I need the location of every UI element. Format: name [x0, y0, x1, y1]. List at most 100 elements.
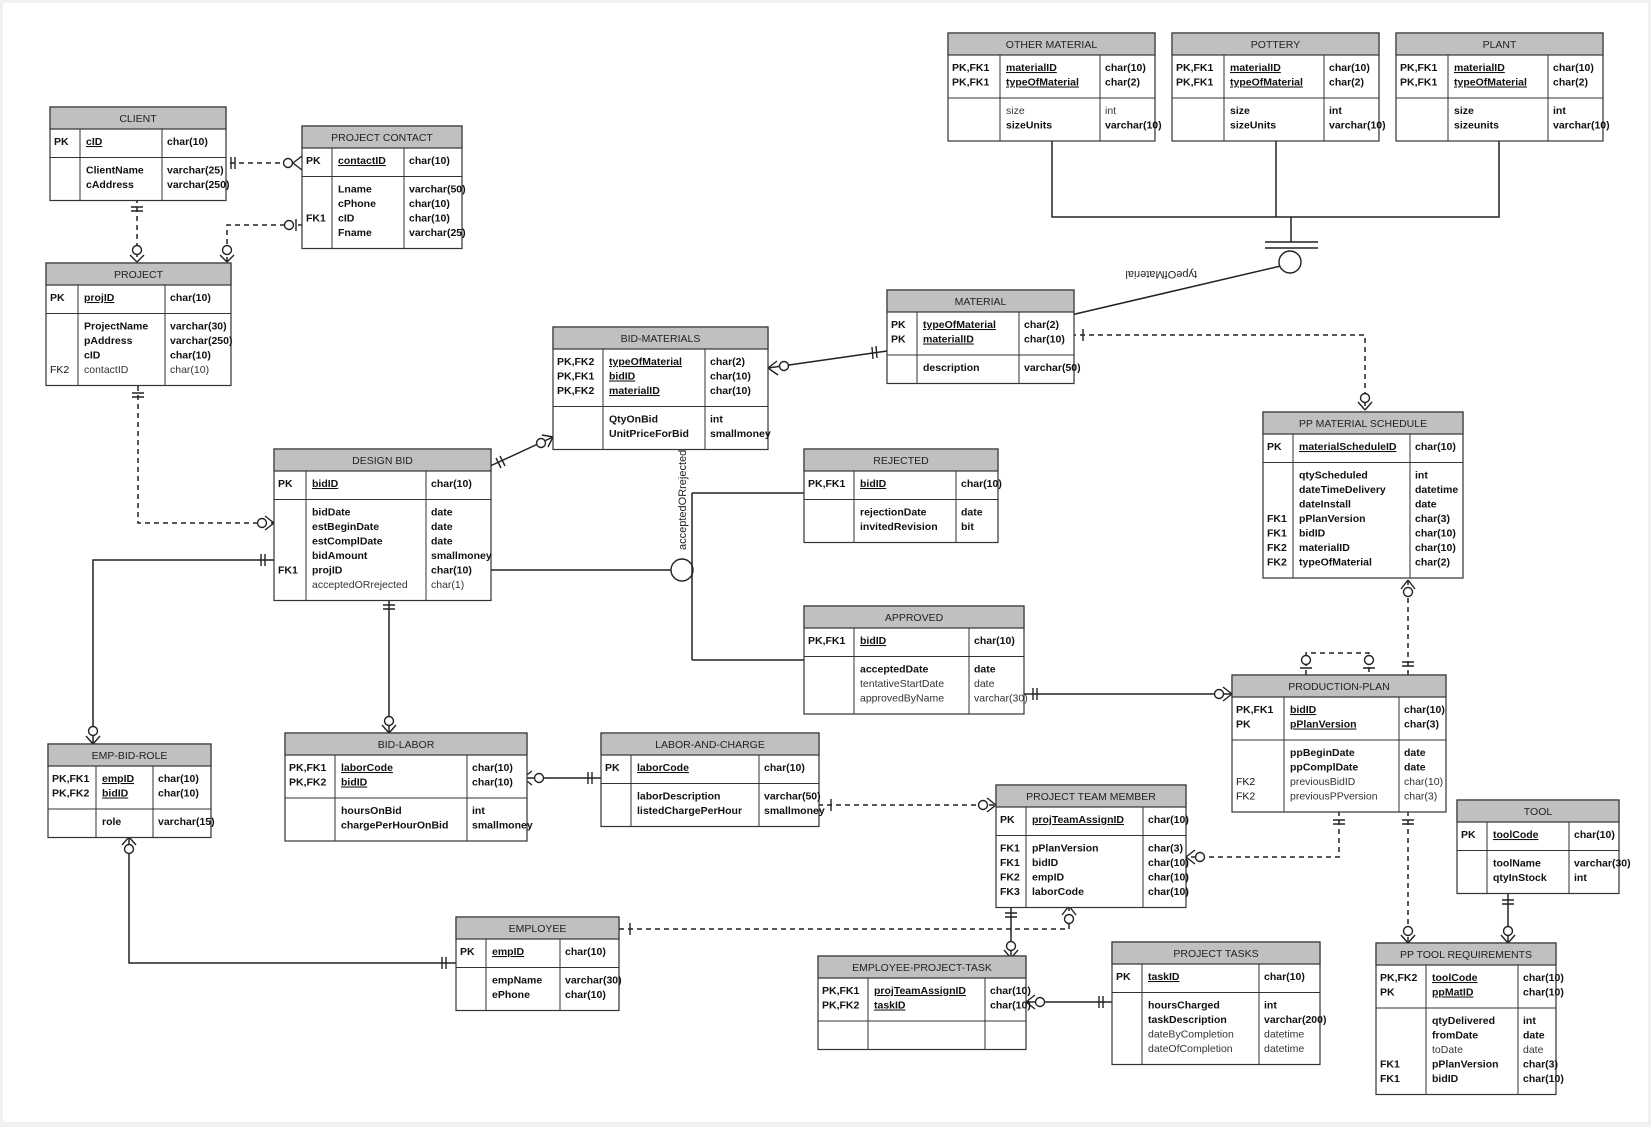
- field-type: char(10): [990, 1000, 1031, 1012]
- zero-mark: [1005, 940, 1017, 952]
- field-type: char(10): [1404, 776, 1443, 788]
- field-type: char(2): [1415, 557, 1450, 569]
- crow-foot: [1025, 994, 1036, 1010]
- key-marker: PK: [50, 292, 65, 304]
- field-type: char(10): [170, 364, 209, 376]
- key-marker: PK: [1380, 987, 1395, 999]
- crow-foot: [1400, 579, 1416, 590]
- entity-header: [301, 125, 463, 149]
- zero-mark: [87, 725, 99, 737]
- field-name: projTeamAssignID: [874, 985, 966, 997]
- entity-title: EMP-BID-ROLE: [92, 750, 168, 762]
- field-type: varchar(25): [409, 227, 466, 239]
- field-name: dateOfCompletion: [1148, 1043, 1233, 1055]
- field-type: smallmoney: [710, 428, 771, 440]
- field-type: smallmoney: [764, 805, 825, 817]
- field-type: varchar(30): [1574, 858, 1631, 870]
- entity-header: [995, 784, 1187, 808]
- field-name: qtyDelivered: [1432, 1015, 1495, 1027]
- zero-mark: [1034, 996, 1046, 1008]
- field-type: char(10): [472, 777, 513, 789]
- field-type: char(10): [167, 136, 208, 148]
- crow-foot: [381, 724, 397, 734]
- key-marker: PK,FK1: [808, 478, 846, 490]
- rel-material-subtype: [1070, 264, 1286, 316]
- field-name: toolCode: [1432, 972, 1478, 984]
- key-marker: PK: [1461, 829, 1476, 841]
- one-mark: [1502, 899, 1514, 905]
- field-type: varchar(10): [1329, 120, 1386, 132]
- field-type: smallmoney: [431, 550, 492, 562]
- zero-mark: [1402, 925, 1414, 937]
- field-name: contactID: [338, 155, 386, 167]
- field-type: date: [1523, 1044, 1544, 1056]
- key-marker: PK: [1236, 719, 1251, 731]
- entity-header: [49, 106, 227, 130]
- field-type: char(10): [1574, 829, 1615, 841]
- field-name: typeOfMaterial: [923, 319, 996, 331]
- field-type: char(10): [431, 565, 472, 577]
- zero-mark: [1402, 586, 1414, 598]
- rel-design-bid-emp-bid-role: [92, 559, 274, 744]
- field-type: datetime: [1264, 1029, 1304, 1041]
- key-marker: PK: [1116, 971, 1131, 983]
- field-name: hoursOnBid: [341, 805, 402, 817]
- field-name: toDate: [1432, 1044, 1463, 1056]
- field-name: listedChargePerHour: [637, 805, 742, 817]
- field-type: char(10): [409, 213, 450, 225]
- discriminator-design-bid-label: acceptedORrejected: [677, 450, 689, 550]
- field-type: date: [431, 536, 453, 548]
- field-name: bidID: [1032, 857, 1059, 869]
- crow-foot: [129, 254, 145, 263]
- field-name: role: [102, 816, 121, 828]
- entity-title: APPROVED: [885, 612, 944, 624]
- field-name: tentativeStartDate: [860, 678, 944, 690]
- field-type: int: [1523, 1015, 1536, 1027]
- entity-title: OTHER MATERIAL: [1006, 39, 1098, 51]
- crow-foot: [121, 836, 137, 846]
- field-type: date: [431, 521, 453, 533]
- zero-mark: [282, 157, 294, 169]
- field-type: date: [974, 664, 996, 676]
- zero-mark: [1194, 851, 1206, 863]
- field-name: pPlanVersion: [1290, 719, 1357, 731]
- key-marker: PK,FK2: [557, 356, 595, 368]
- key-marker: FK2: [1236, 791, 1255, 803]
- one-mark: [131, 206, 143, 212]
- field-type: int: [1329, 105, 1342, 117]
- field-name: ppComplDate: [1290, 762, 1358, 774]
- entity-header: [1456, 799, 1620, 823]
- field-type: char(10): [990, 985, 1031, 997]
- field-name: projTeamAssignID: [1032, 814, 1124, 826]
- field-type: char(10): [1553, 62, 1594, 74]
- zero-mark: [535, 437, 547, 449]
- field-type: char(10): [764, 762, 805, 774]
- key-marker: FK1: [1380, 1073, 1400, 1085]
- field-type: date: [1404, 762, 1426, 774]
- key-marker: FK1: [306, 213, 326, 225]
- field-type: int: [710, 414, 723, 426]
- field-name: bidID: [609, 371, 636, 383]
- entity-header: [284, 732, 528, 756]
- field-type: char(2): [1329, 77, 1364, 89]
- key-marker: PK,FK1: [808, 635, 846, 647]
- rel-project-project-contact: [226, 224, 302, 262]
- entity-title: BID-MATERIALS: [621, 333, 701, 345]
- crow-foot: [1500, 934, 1516, 944]
- entity-title: PROJECT TASKS: [1173, 948, 1258, 960]
- zero-mark: [123, 843, 135, 855]
- zero-mark: [1213, 688, 1225, 700]
- crow-foot: [1400, 934, 1416, 944]
- field-name: projID: [312, 565, 343, 577]
- entity-header: [886, 289, 1075, 313]
